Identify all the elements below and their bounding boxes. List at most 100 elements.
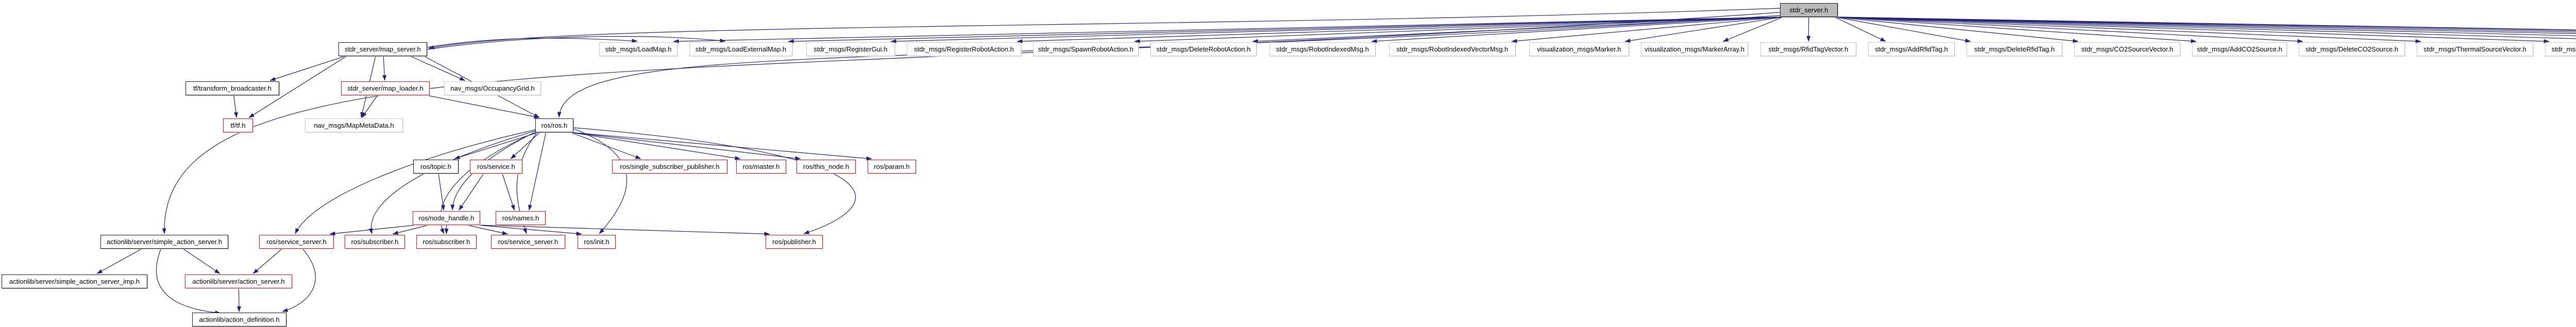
edge-node-handle-to-service-server2 <box>466 225 508 235</box>
node-label: stdr_msgs/AddRfidTag.h <box>1875 45 1948 53</box>
edge-ros-to-publisher <box>573 127 856 234</box>
edge-map-server-to-map-loader <box>382 56 387 81</box>
edge-ros-to-param <box>570 132 872 161</box>
node-label: ros/subscriber.h <box>422 238 470 246</box>
edge-stdr-server-to-marker <box>1624 16 1784 43</box>
edge-map-server-to-transform-broadcaster <box>269 56 346 81</box>
node-label: nav_msgs/OccupancyGrid.h <box>450 84 535 92</box>
edge-stdr-server-to-robot-indexed-msg <box>1371 16 1784 43</box>
edge-stdr-server-to-load-external-map <box>788 16 1784 44</box>
graph-node-this-node[interactable]: ros/this_node.h <box>796 160 856 174</box>
edge-topic-to-node-handle <box>438 173 445 211</box>
graph-node-master[interactable]: ros/master.h <box>736 160 786 174</box>
node-label: stdr_msgs/SpawnRobotAction.h <box>1038 45 1133 53</box>
edge-ros-to-ssp <box>570 132 641 160</box>
node-label: ros/single_subscriber_publisher.h <box>620 163 720 170</box>
edge-stdr-server-to-marker-array <box>1723 16 1784 42</box>
graph-node-init[interactable]: ros/init.h <box>578 235 616 249</box>
graph-node-action-server[interactable]: actionlib/server/action_server.h <box>185 274 292 288</box>
node-label: stdr_msgs/DeleteRfidTag.h <box>1974 45 2055 53</box>
graph-node-rfid-tag-vector: stdr_msgs/RfidTagVector.h <box>1760 42 1856 56</box>
node-label: ros/service_server.h <box>498 238 558 246</box>
edge-stdr-server-to-nodelet-unload <box>1834 16 2576 30</box>
node-label: stdr_msgs/RegisterGui.h <box>814 45 888 53</box>
node-label: ros/topic.h <box>420 163 451 170</box>
edge-stdr-server-to-delete-co2-source <box>1834 16 2303 43</box>
edge-service-to-names <box>502 173 515 211</box>
node-label: visualization_msgs/MarkerArray.h <box>1644 45 1745 53</box>
graph-node-publisher[interactable]: ros/publisher.h <box>766 235 823 249</box>
edge-ros-to-service-server1 <box>295 129 536 234</box>
edge-stdr-server-to-add-sound-source <box>1834 16 2576 35</box>
graph-node-subscriber1[interactable]: ros/subscriber.h <box>345 235 405 249</box>
edge-map-server-to-occupancy-grid <box>410 56 466 81</box>
node-label: ros/ros.h <box>541 122 568 129</box>
node-label: ros/service.h <box>477 163 515 170</box>
node-label: stdr_msgs/AddThermalSource.h <box>2551 45 2576 53</box>
graph-node-map-loader[interactable]: stdr_server/map_loader.h <box>341 81 430 95</box>
graph-node-add-rfid-tag: stdr_msgs/AddRfidTag.h <box>1868 42 1955 56</box>
edge-stdr-server-to-delete-sound-source <box>1834 16 2576 32</box>
edge-node-handle-to-service-server1 <box>329 225 416 236</box>
node-label: actionlib/action_definition.h <box>199 316 280 323</box>
edge-ros-to-service <box>510 132 540 159</box>
edge-service-to-node-handle <box>459 173 484 211</box>
node-label: tf/transform_broadcaster.h <box>193 84 272 92</box>
graph-node-add-co2-source: stdr_msgs/AddCO2Source.h <box>2192 42 2287 56</box>
graph-node-names[interactable]: ros/names.h <box>496 211 546 225</box>
edge-stdr-server-to-register-robot-action <box>1016 16 1784 44</box>
graph-node-register-gui: stdr_msgs/RegisterGui.h <box>806 42 895 56</box>
graph-node-co2-source-vector: stdr_msgs/CO2SourceVector.h <box>2074 42 2180 56</box>
graph-node-ssp[interactable]: ros/single_subscriber_publisher.h <box>612 160 727 174</box>
graph-node-marker: visualization_msgs/Marker.h <box>1529 42 1629 56</box>
edge-ros-to-master <box>570 132 741 160</box>
node-label: ros/init.h <box>584 238 609 246</box>
node-label: stdr_server/map_server.h <box>345 45 421 53</box>
node-label: ros/master.h <box>742 163 780 170</box>
graph-node-service-server2[interactable]: ros/service_server.h <box>491 235 565 249</box>
node-label: stdr_msgs/CO2SourceVector.h <box>2081 45 2174 53</box>
graph-node-sas[interactable]: actionlib/server/simple_action_server.h <box>100 235 228 249</box>
node-label: ros/subscriber.h <box>351 238 399 246</box>
edge-stdr-server-to-co2-source-vector <box>1834 16 2079 43</box>
graph-node-sas-imp[interactable]: actionlib/server/simple_action_server_im… <box>2 274 147 288</box>
edge-stdr-server-to-sas <box>162 12 1781 234</box>
edge-ros-to-this-node <box>570 132 801 161</box>
graph-node-service-server1[interactable]: ros/service_server.h <box>259 235 334 249</box>
edge-node-handle-to-publisher <box>477 225 770 236</box>
node-label: stdr_msgs/LoadMap.h <box>605 45 672 53</box>
graph-node-topic[interactable]: ros/topic.h <box>413 160 459 174</box>
edge-service-server1-to-action-definition <box>282 249 316 312</box>
graph-node-occupancy-grid: nav_msgs/OccupancyGrid.h <box>444 81 541 95</box>
graph-node-robot-indexed-vector-msg: stdr_msgs/RobotIndexedVectorMsg.h <box>1389 42 1516 56</box>
node-label: stdr_msgs/RfidTagVector.h <box>1768 45 1849 53</box>
graph-node-tf[interactable]: tf/tf.h <box>223 118 253 132</box>
graph-node-spawn-robot-action: stdr_msgs/SpawnRobotAction.h <box>1033 42 1139 56</box>
node-label: stdr_msgs/RegisterRobotAction.h <box>914 45 1014 53</box>
graph-node-transform-broadcaster[interactable]: tf/transform_broadcaster.h <box>185 81 279 95</box>
edge-map-server-to-tf <box>248 56 347 118</box>
node-label: stdr_msgs/RobotIndexedVectorMsg.h <box>1396 45 1509 53</box>
edge-map-server-to-load-external-map <box>427 36 726 50</box>
edge-stdr-server-to-add-rfid-tag <box>1834 16 1886 42</box>
graph-node-marker-array: visualization_msgs/MarkerArray.h <box>1641 42 1748 56</box>
edge-transform-broadcaster-to-tf <box>233 95 238 118</box>
graph-node-robot-indexed-msg: stdr_msgs/RobotIndexedMsg.h <box>1269 42 1376 56</box>
graph-node-map-server[interactable]: stdr_server/map_server.h <box>338 42 427 56</box>
edge-map-loader-to-map-meta-data <box>361 95 378 118</box>
node-label: actionlib/server/action_server.h <box>192 278 285 285</box>
graph-node-service[interactable]: ros/service.h <box>470 160 522 174</box>
graph-node-ros[interactable]: ros/ros.h <box>535 118 573 132</box>
graph-node-node-handle[interactable]: ros/node_handle.h <box>413 211 480 225</box>
edge-stdr-server-to-delete-robot-action <box>1252 16 1784 44</box>
edge-sas-to-sas-imp <box>96 248 142 274</box>
graph-node-subscriber2[interactable]: ros/subscriber.h <box>416 235 477 249</box>
edge-service-server1-to-action-server <box>252 248 282 274</box>
edge-map-server-to-load-map <box>427 38 638 48</box>
node-label: stdr_server/map_loader.h <box>347 84 423 92</box>
node-label: stdr_server.h <box>1789 6 1828 14</box>
graph-node-action-definition[interactable]: actionlib/action_definition.h <box>192 313 286 326</box>
graph-node-param[interactable]: ros/param.h <box>868 160 916 174</box>
node-label: visualization_msgs/Marker.h <box>1537 45 1621 53</box>
